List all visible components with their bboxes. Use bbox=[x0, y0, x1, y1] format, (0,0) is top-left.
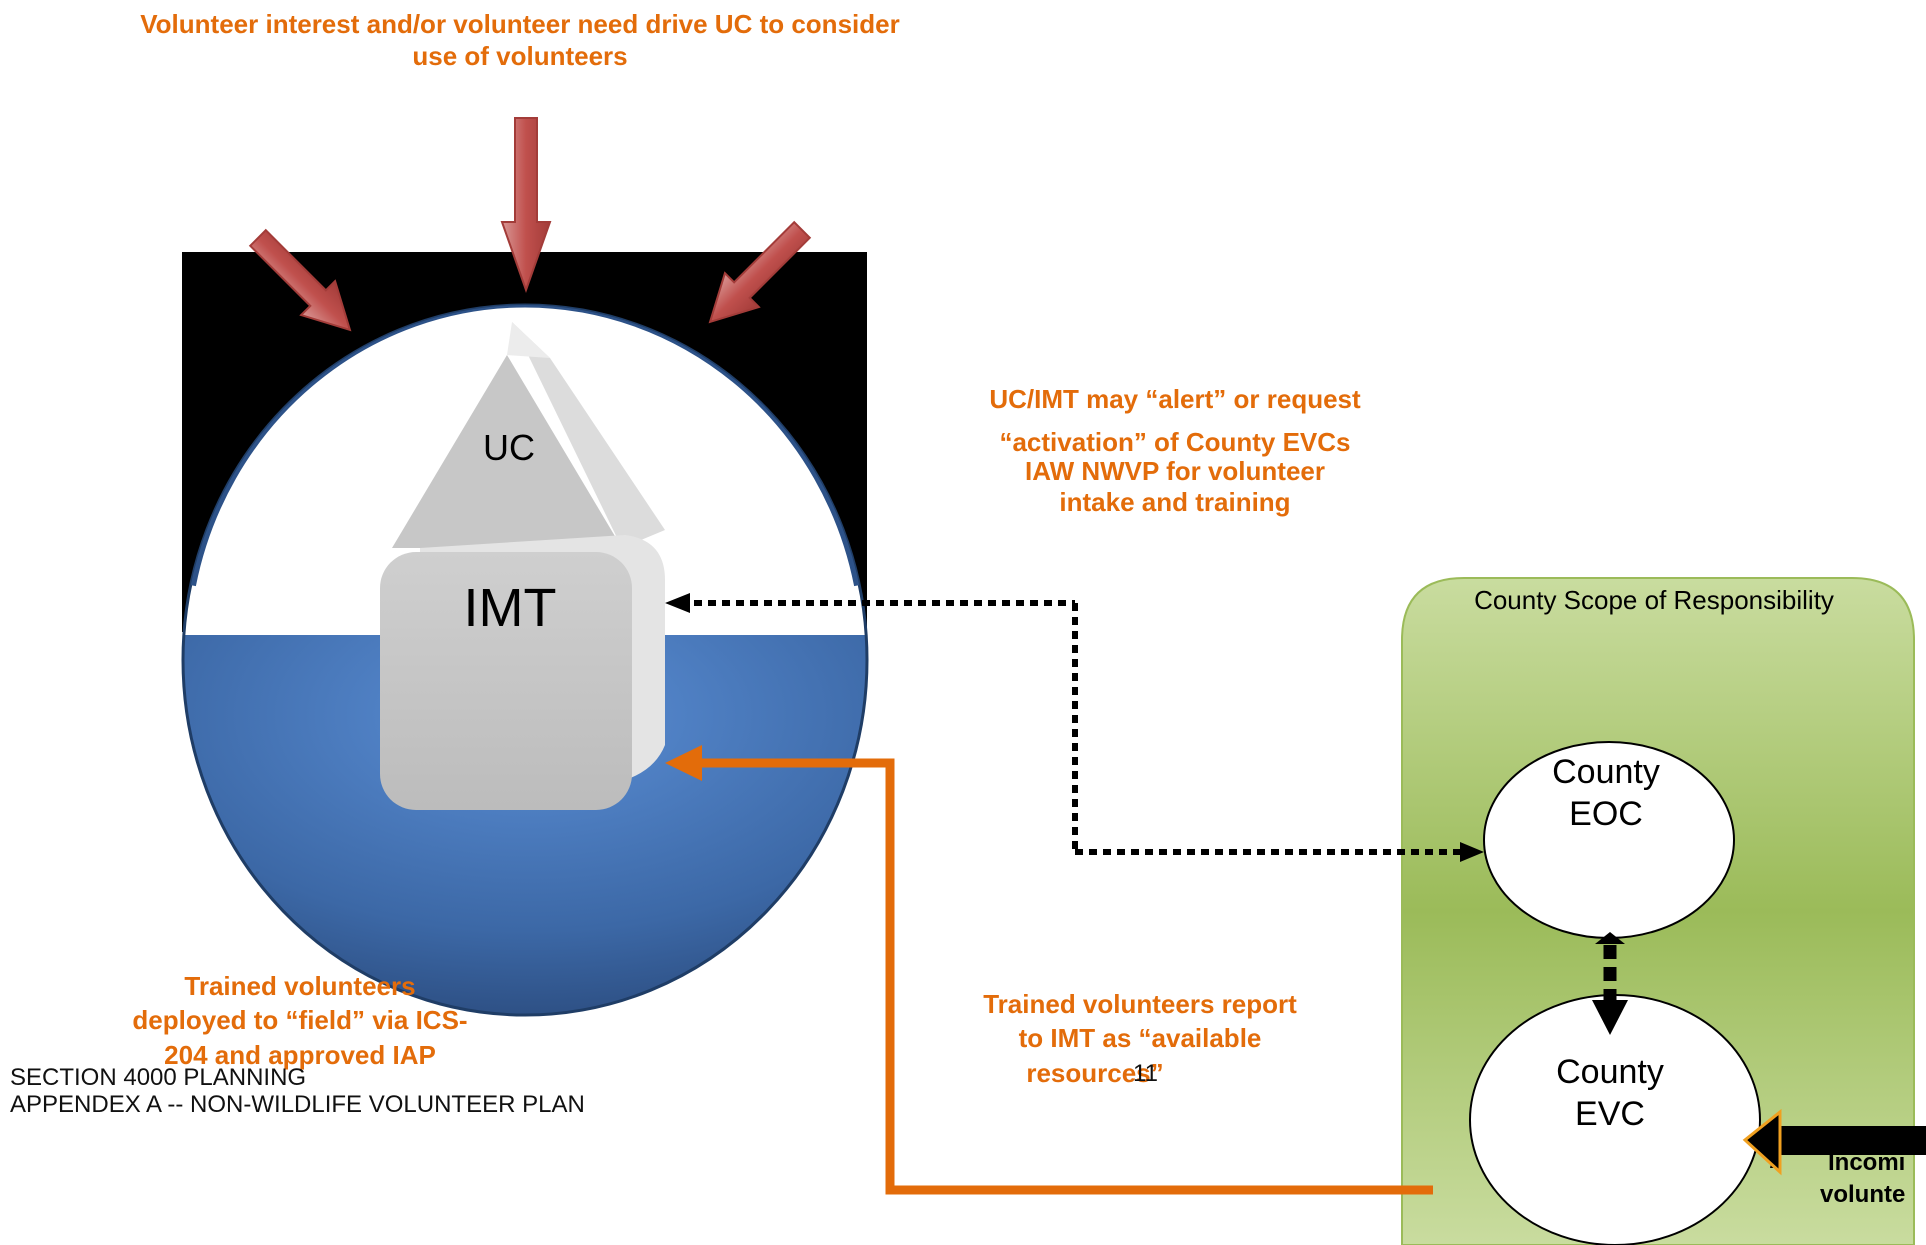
county-evc-label-2: EVC bbox=[1575, 1095, 1645, 1133]
alert-text-1: UC/IMT may “alert” or request bbox=[989, 384, 1361, 414]
top-driver-text: Volunteer interest and/or volunteer need… bbox=[140, 9, 900, 71]
trained-left-2: deployed to “field” via ICS- bbox=[132, 1005, 468, 1035]
uc-label: UC bbox=[483, 427, 535, 468]
incoming-label-1: Incomi bbox=[1828, 1149, 1905, 1176]
trained-right-1: Trained volunteers report bbox=[983, 989, 1297, 1019]
dotted-connector-imt-eoc bbox=[665, 593, 1484, 862]
footer-section: SECTION 4000 PLANNING bbox=[10, 1064, 307, 1091]
alert-text-3: IAW NWVP for volunteer bbox=[1025, 456, 1325, 486]
county-eoc-label-2: EOC bbox=[1569, 795, 1643, 833]
imt-block bbox=[380, 535, 665, 810]
footer-appendix: APPENDEX A -- NON-WILDLIFE VOLUNTEER PLA… bbox=[10, 1091, 585, 1118]
alert-text-2: “activation” of County EVCs bbox=[999, 427, 1351, 457]
trained-left-1: Trained volunteers bbox=[184, 971, 416, 1001]
dashed-connector-eoc-evc bbox=[1592, 932, 1628, 1035]
red-arrow-right bbox=[708, 220, 812, 324]
county-scope-label: County Scope of Responsibility bbox=[1474, 585, 1834, 615]
red-arrow-center bbox=[500, 117, 552, 294]
incoming-volunteers-arrow bbox=[1742, 1108, 1926, 1176]
page-number: 11 bbox=[1133, 1060, 1158, 1087]
county-eoc-label-1: County bbox=[1552, 753, 1660, 791]
red-arrow-left bbox=[248, 228, 352, 332]
incoming-label-2: volunte bbox=[1820, 1181, 1905, 1208]
county-evc-label-1: County bbox=[1556, 1053, 1664, 1091]
orange-return-arrow bbox=[665, 745, 1433, 1195]
uc-triangle bbox=[392, 322, 665, 548]
alert-text-4: intake and training bbox=[1059, 487, 1291, 517]
trained-left-3: 204 and approved IAP bbox=[164, 1040, 436, 1070]
trained-right-3: resources” bbox=[1026, 1058, 1164, 1088]
trained-right-2: to IMT as “available bbox=[1018, 1023, 1262, 1053]
imt-label: IMT bbox=[464, 578, 557, 638]
